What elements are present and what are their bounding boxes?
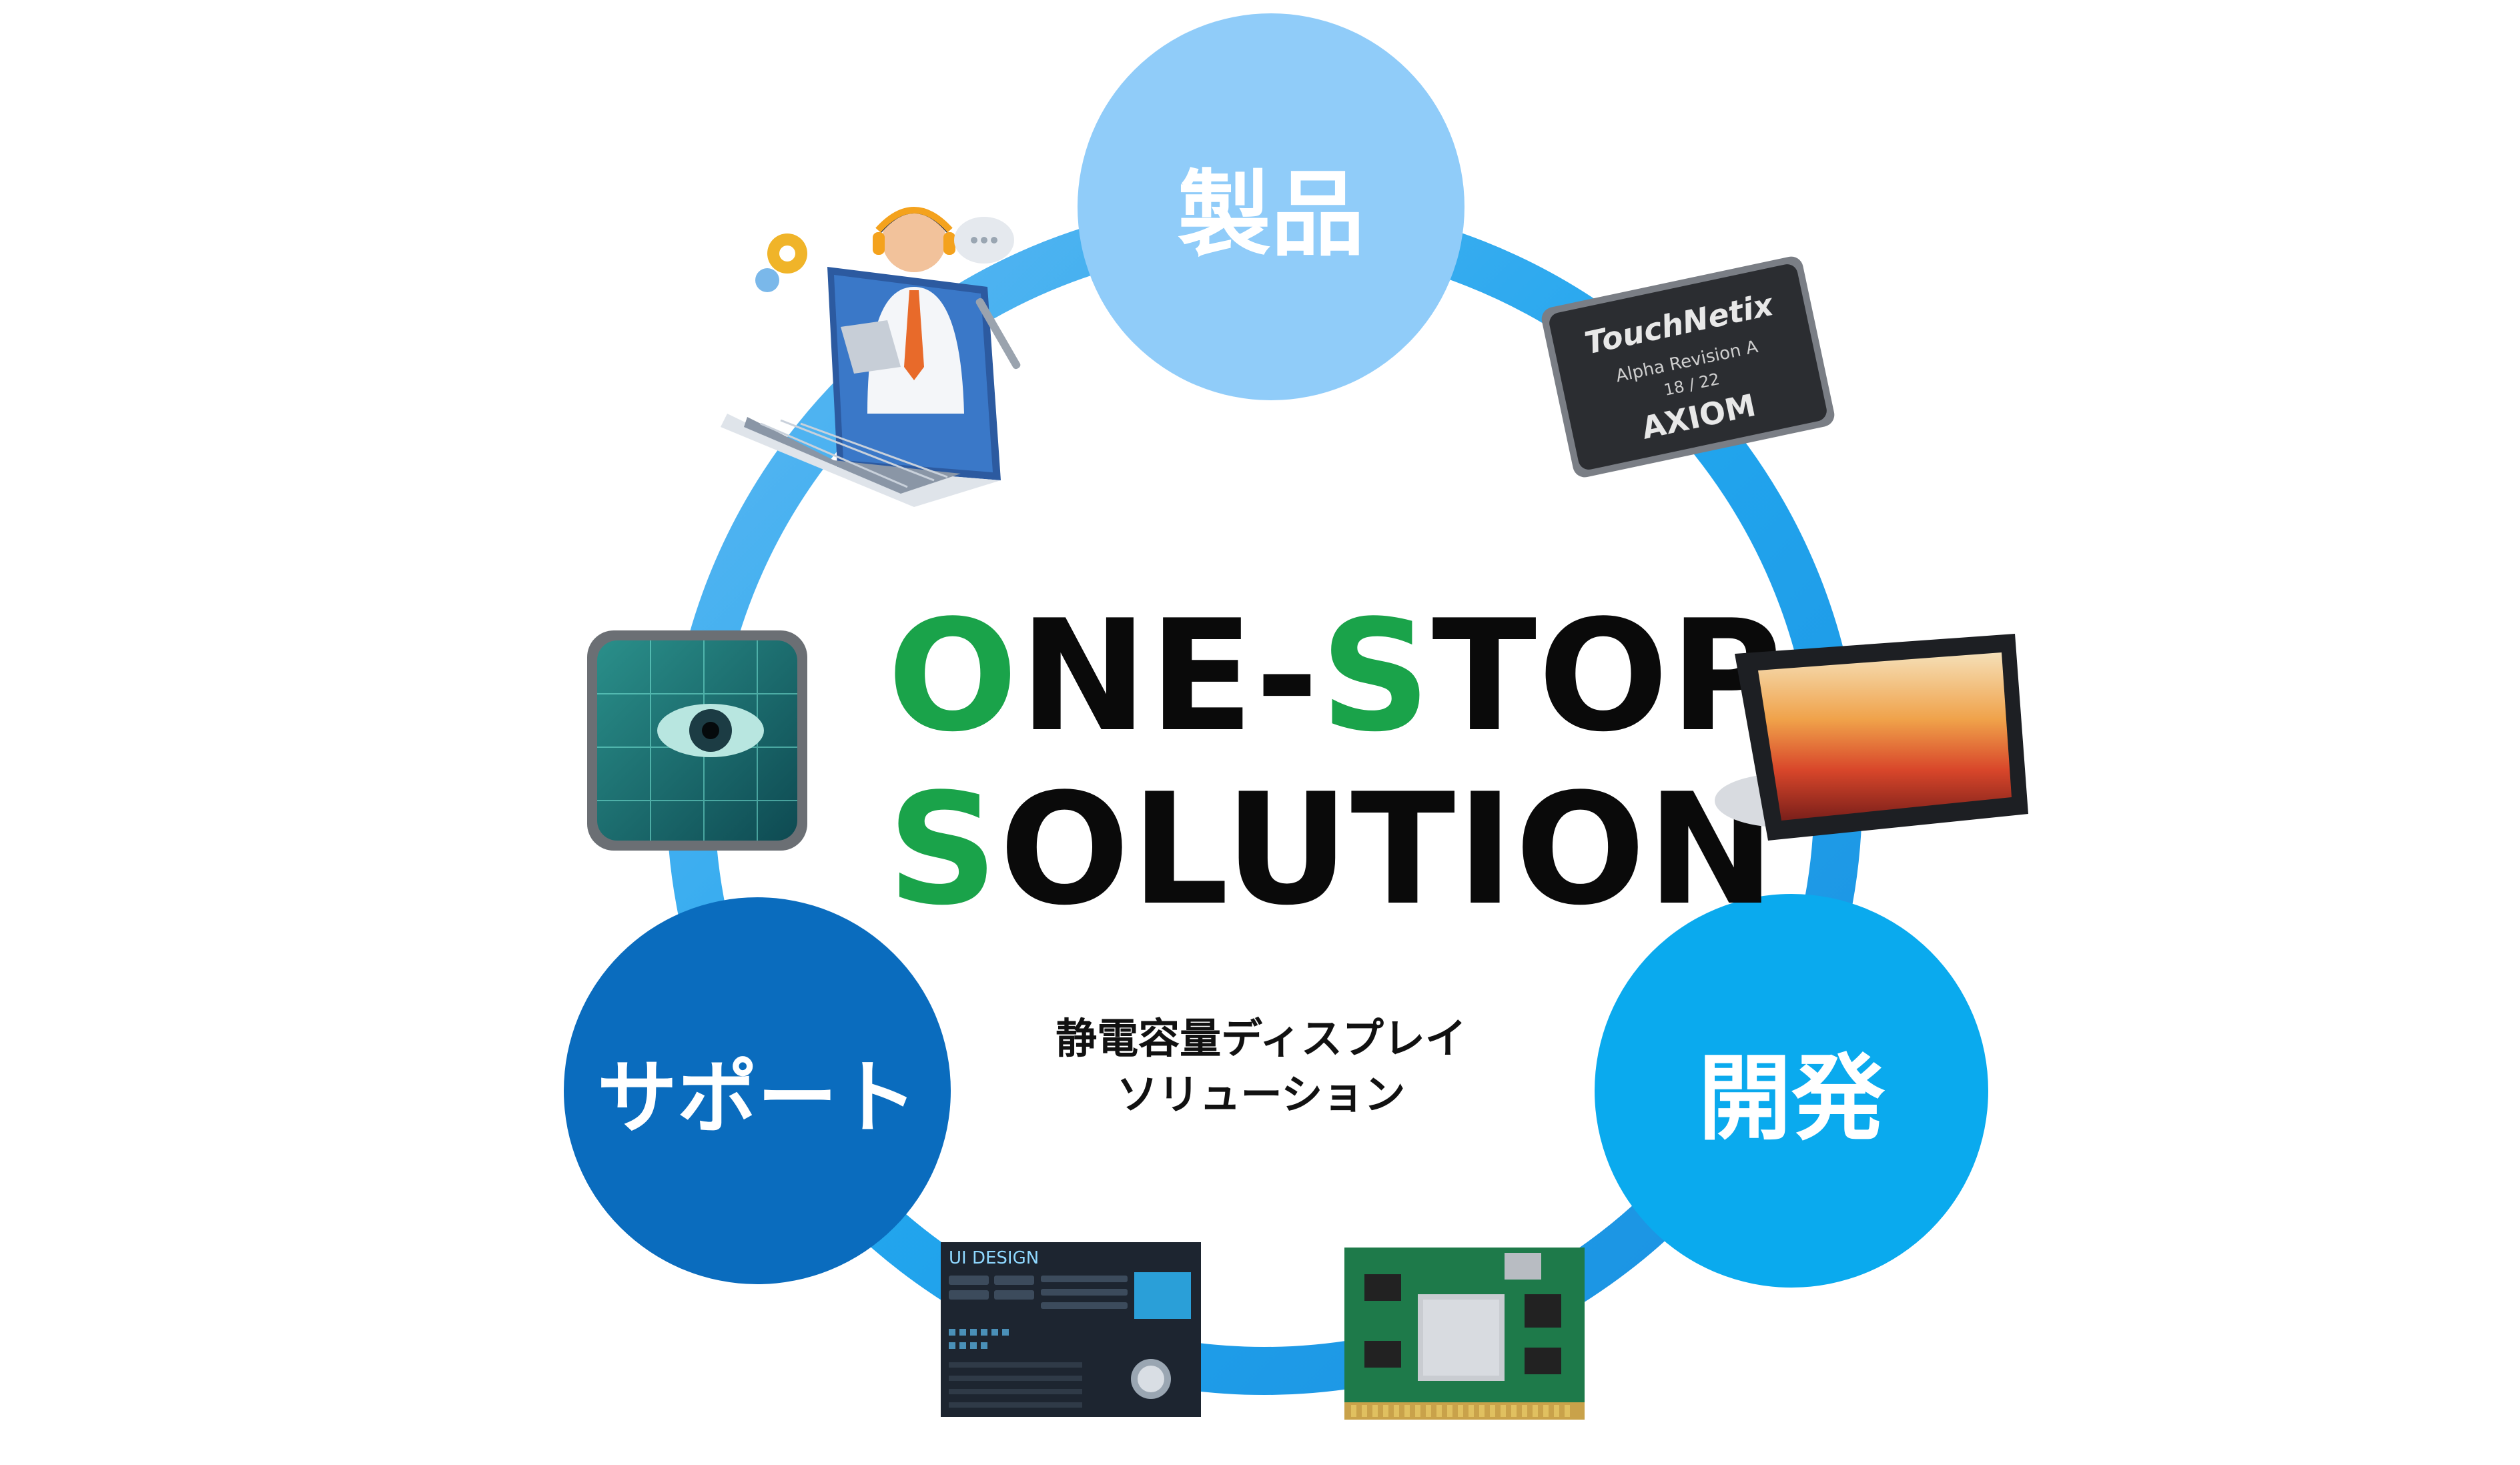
node-development-label: 開発 xyxy=(1697,1045,1885,1153)
title-line-1: ONE-STOP xyxy=(887,588,1784,766)
ui-design-panel-icon: UI DESIGN xyxy=(941,1242,1201,1417)
node-support[interactable]: サポート xyxy=(564,897,951,1284)
touch-controller-chip-icon: TouchNetix Alpha Revision A 18 / 22 AXIO… xyxy=(1541,256,1835,478)
subtitle: 静電容量ディスプレイ ソリューション xyxy=(1001,1011,1521,1122)
system-on-module-icon xyxy=(1344,1248,1585,1420)
node-product[interactable]: 製品 xyxy=(1078,13,1464,400)
main-title: ONE-STOP SOLUTION xyxy=(887,588,1784,939)
title-line-2: SOLUTION xyxy=(887,761,1777,939)
eye-scan-icon xyxy=(587,630,807,851)
ui-panel-label: UI DESIGN xyxy=(949,1248,1039,1268)
subtitle-line-2: ソリューション xyxy=(1116,1069,1406,1119)
node-support-label: サポート xyxy=(597,1052,917,1145)
customer-support-laptop-icon xyxy=(721,207,1021,507)
node-development[interactable]: 開発 xyxy=(1595,894,1988,1288)
subtitle-line-1: 静電容量ディスプレイ xyxy=(1056,1014,1466,1063)
tablet-display-icon xyxy=(1715,634,2028,841)
node-product-label: 製品 xyxy=(1177,161,1364,270)
